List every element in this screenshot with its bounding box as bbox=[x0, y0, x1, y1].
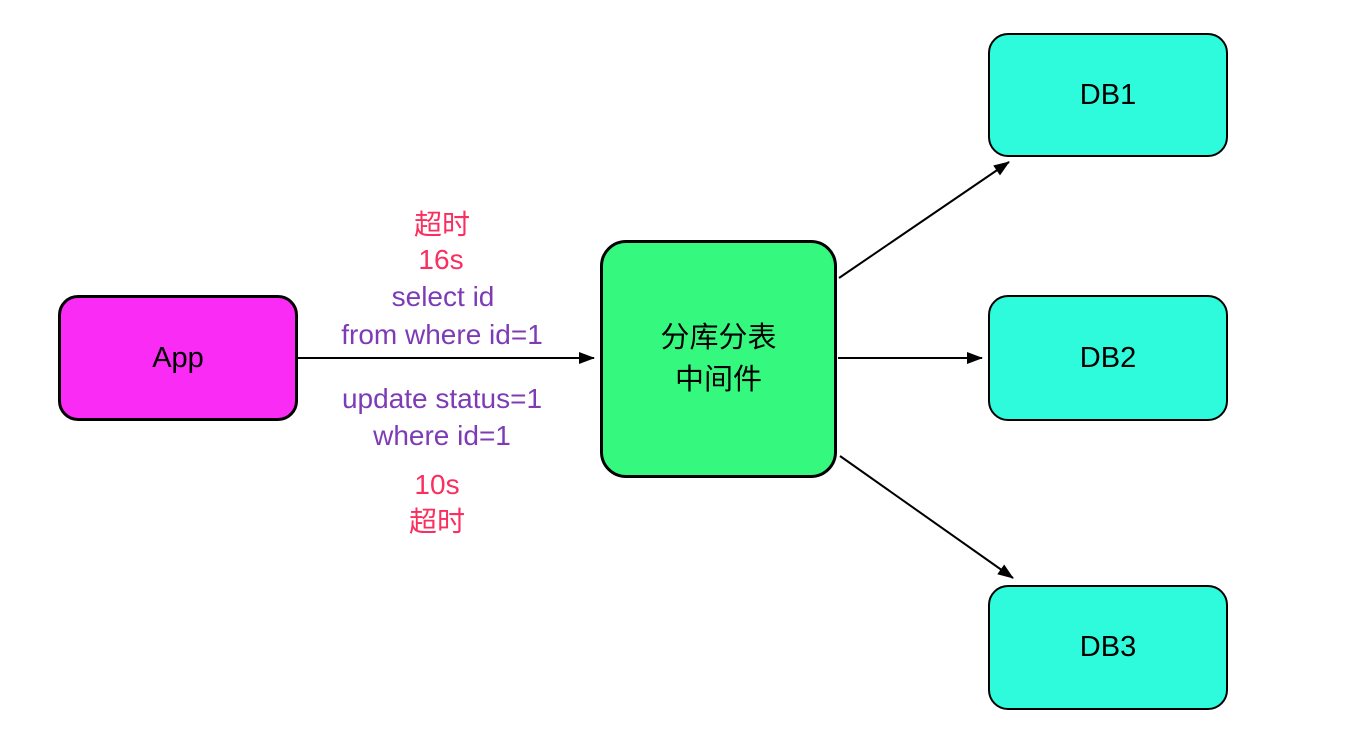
node-db1-label: DB1 bbox=[1079, 78, 1137, 111]
node-app: App bbox=[58, 295, 298, 421]
label-timeout-bottom: 超时 bbox=[408, 506, 466, 537]
label-update-query-line1: update status=1 bbox=[341, 383, 543, 414]
node-db3-label: DB3 bbox=[1079, 631, 1137, 663]
arrow-middleware-to-db1 bbox=[838, 161, 1010, 279]
node-db1: DB1 bbox=[988, 33, 1228, 157]
node-middleware: 分库分表 中间件 bbox=[600, 240, 837, 478]
node-db3: DB3 bbox=[988, 585, 1228, 710]
label-select-query-line1: select id bbox=[391, 281, 495, 312]
label-update-query-line2: where id=1 bbox=[373, 420, 511, 451]
label-timeout-top-seconds: 16s bbox=[418, 244, 464, 275]
label-select-query-line2: from where id=1 bbox=[341, 319, 543, 350]
node-app-label: App bbox=[152, 341, 204, 374]
node-db2: DB2 bbox=[988, 295, 1228, 421]
label-timeout-top: 超时 bbox=[413, 209, 471, 240]
node-middleware-label-line1: 分库分表 bbox=[660, 322, 777, 354]
node-db2-label: DB2 bbox=[1079, 341, 1137, 374]
node-middleware-label: 分库分表 中间件 bbox=[660, 317, 776, 401]
label-timeout-bottom-seconds: 10s bbox=[414, 469, 460, 500]
arrow-middleware-to-db3 bbox=[839, 455, 1014, 579]
node-middleware-label-line2: 中间件 bbox=[674, 364, 762, 396]
